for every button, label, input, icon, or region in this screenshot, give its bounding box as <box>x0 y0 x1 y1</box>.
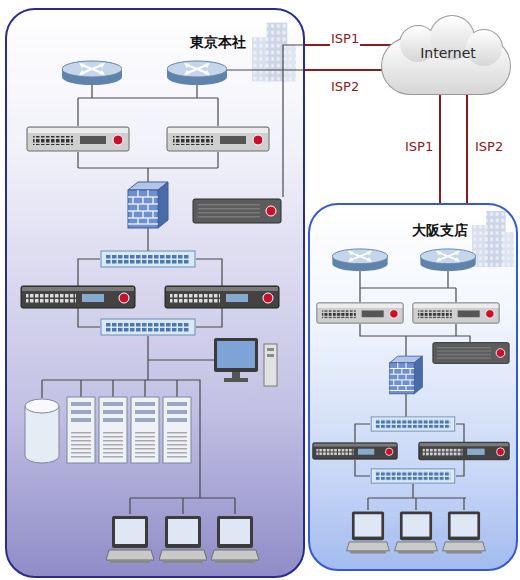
appliance-icon <box>165 286 279 308</box>
edge-label-holder: ISP1 <box>330 28 360 47</box>
laptop-icon <box>395 512 438 554</box>
building-icon <box>472 211 514 267</box>
load-balancer-icon <box>413 303 499 323</box>
database-icon <box>25 399 59 463</box>
server-icon <box>131 397 159 463</box>
appliance-icon <box>21 286 135 308</box>
switch-icon <box>371 469 455 483</box>
isp-link <box>439 88 441 203</box>
edge-label-holder: ISP2 <box>474 136 504 155</box>
laptop-icon <box>106 516 154 563</box>
tokyo-network-illustration <box>7 10 303 576</box>
appliance-icon <box>193 199 281 223</box>
laptop-icon <box>211 516 259 563</box>
firewall-icon <box>390 356 423 394</box>
edge-label-holder: ISP2 <box>330 76 360 95</box>
site-label: 東京本社 <box>190 34 246 51</box>
edge-label-holder: ISP1 <box>404 136 434 155</box>
appliance-icon <box>419 442 509 459</box>
site-panel: 東京本社 <box>5 8 305 578</box>
network-wires <box>42 45 303 514</box>
server-icon <box>163 397 191 463</box>
isp-label: ISP2 <box>474 139 504 154</box>
laptop-icon <box>159 516 207 563</box>
switch-icon <box>101 251 195 267</box>
pc-icon <box>214 338 277 386</box>
appliance-icon <box>433 343 509 364</box>
internet-cloud: Internet <box>398 18 498 88</box>
building-icon <box>252 23 296 82</box>
firewall-icon <box>128 182 168 228</box>
router-icon <box>332 249 387 271</box>
laptop-icon <box>347 512 390 554</box>
isp-label: ISP1 <box>330 31 360 46</box>
server-icon <box>99 397 127 463</box>
isp-label: ISP1 <box>404 139 434 154</box>
load-balancer-icon <box>317 303 403 323</box>
site-label: 大阪支店 <box>412 222 468 239</box>
server-icon <box>67 397 95 463</box>
laptop-icon <box>443 512 486 554</box>
site-panel: 大阪支店 <box>308 203 518 571</box>
isp-link <box>466 88 468 203</box>
router-icon <box>420 249 475 271</box>
isp-label: ISP2 <box>330 79 360 94</box>
switch-icon <box>371 417 455 431</box>
load-balancer-icon <box>27 127 129 151</box>
cloud-label: Internet <box>420 45 476 62</box>
appliance-icon <box>313 443 398 459</box>
osaka-network-illustration <box>310 205 516 569</box>
load-balancer-icon <box>167 127 269 151</box>
router-icon <box>62 61 122 85</box>
router-icon <box>167 61 227 85</box>
switch-icon <box>101 319 195 335</box>
